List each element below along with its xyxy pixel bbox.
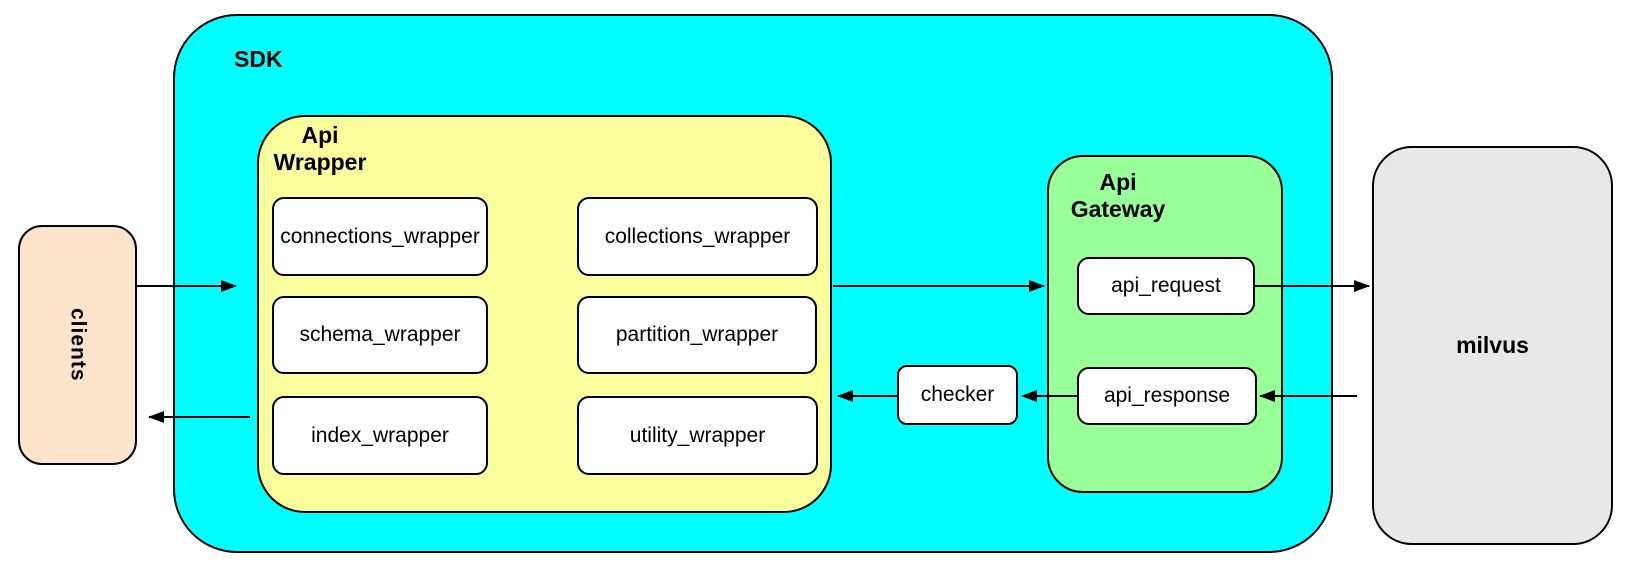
collections-wrapper-label: collections_wrapper [604,224,791,248]
partition-wrapper-node: partition_wrapper [577,296,817,374]
clients-node: clients [18,225,137,465]
api-response-label: api_response [1103,384,1231,407]
collections-wrapper-node: collections_wrapper [577,197,818,276]
schema-wrapper-label: schema_wrapper [299,323,461,346]
milvus-label: milvus [1456,332,1529,358]
index-wrapper-label: index_wrapper [311,423,449,447]
partition-wrapper-label: partition_wrapper [615,323,779,346]
checker-label: checker [920,383,995,406]
utility-wrapper-label: utility_wrapper [629,423,766,447]
api-response-node: api_response [1077,367,1257,425]
checker-node: checker [897,365,1018,425]
utility-wrapper-node: utility_wrapper [577,396,818,475]
api-wrapper-label: Api Wrapper [273,122,367,175]
api-request-label: api_request [1111,274,1221,297]
api-gateway-container: Api Gateway [1047,155,1283,493]
index-wrapper-node: index_wrapper [272,396,488,475]
connections-wrapper-node: connections_wrapper [272,197,488,276]
schema-wrapper-node: schema_wrapper [272,296,488,374]
sdk-label: SDK [234,46,283,72]
clients-label: clients [66,308,90,382]
api-request-node: api_request [1077,257,1255,315]
connections-wrapper-label: connections_wrapper [280,224,480,248]
api-gateway-label: Api Gateway [1070,169,1166,222]
milvus-node: milvus [1372,146,1613,545]
